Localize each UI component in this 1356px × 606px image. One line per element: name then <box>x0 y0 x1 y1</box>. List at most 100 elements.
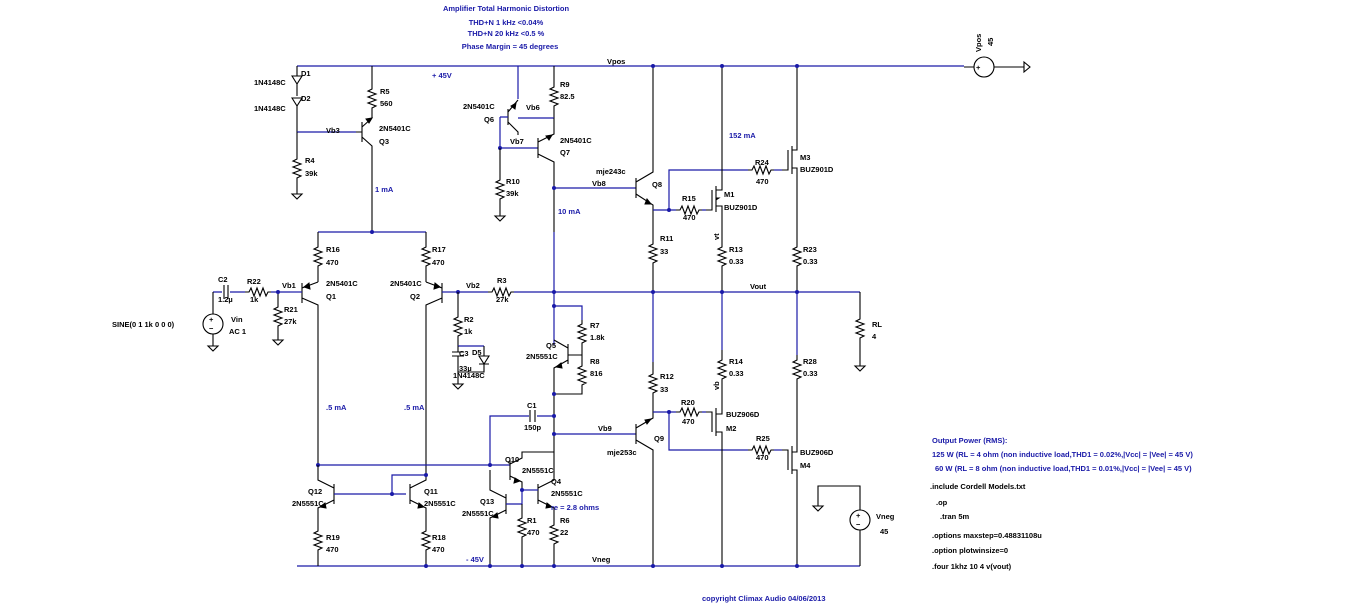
svg-text:0.33: 0.33 <box>729 257 744 266</box>
d1-diode: D1 1N4148C <box>254 66 311 96</box>
q4-transistor: Q4 2N5551C <box>522 470 583 518</box>
svg-text:Q2: Q2 <box>410 292 420 301</box>
svg-text:R8: R8 <box>590 357 600 366</box>
q11-transistor: Q11 2N5551C <box>390 473 456 522</box>
svg-text:82.5: 82.5 <box>560 92 575 101</box>
r8-resistor: R8 816 <box>554 355 603 395</box>
r3-resistor: R3 27k <box>487 276 515 304</box>
svg-text:AC 1: AC 1 <box>229 327 246 336</box>
r14-resistor: R14 0.33 <box>717 350 744 404</box>
svg-text:2N5551C: 2N5551C <box>551 489 583 498</box>
svg-text:R9: R9 <box>560 80 570 89</box>
svg-text:470: 470 <box>756 453 769 462</box>
svg-text:Q9: Q9 <box>654 434 664 443</box>
svg-text:2N5401C: 2N5401C <box>326 279 358 288</box>
d5-diode: D5 1N4148C <box>453 346 490 380</box>
svg-text:1N4148C: 1N4148C <box>254 78 286 87</box>
svg-text:4: 4 <box>872 332 877 341</box>
svg-text:Vin: Vin <box>231 315 243 324</box>
net-vb8-label: Vb8 <box>592 179 606 188</box>
q13-transistor: Q13 2N5551C <box>462 470 524 566</box>
svg-text:2N5551C: 2N5551C <box>526 352 558 361</box>
svg-text:−: − <box>209 324 214 333</box>
r16-resistor: R16 470 <box>313 232 340 282</box>
r25-resistor: R25 470 <box>747 434 782 462</box>
r10-resistor: R10 39k <box>494 148 520 222</box>
r21-resistor: R21 27k <box>272 290 298 346</box>
svg-text:R12: R12 <box>660 372 674 381</box>
net-plus45-label: + 45V <box>432 71 452 80</box>
net-vt-label: vt <box>712 233 721 240</box>
svg-text:D1: D1 <box>301 69 311 78</box>
svg-text:470: 470 <box>326 545 339 554</box>
r15-resistor: R15 470 <box>675 194 703 222</box>
r11-resistor: R11 33 <box>648 232 673 292</box>
q9-transistor: Q9 mje253c <box>607 412 664 566</box>
power-output-line1: 125 W (RL = 4 ohm (non inductive load,TH… <box>932 450 1193 459</box>
r5-resistor: R5 560 <box>367 66 393 118</box>
r13-resistor: R13 0.33 <box>717 232 744 292</box>
svg-text:R22: R22 <box>247 277 261 286</box>
annotation-05ma-right: .5 mA <box>404 403 425 412</box>
svg-text:+: + <box>856 511 861 520</box>
svg-text:R18: R18 <box>432 533 446 542</box>
svg-text:Q3: Q3 <box>379 137 389 146</box>
svg-text:45: 45 <box>880 527 888 536</box>
m4-mosfet: BUZ906D M4 <box>782 440 834 566</box>
svg-text:Q4: Q4 <box>551 477 562 486</box>
svg-text:R20: R20 <box>681 398 695 407</box>
header-phase-margin: Phase Margin = 45 degrees <box>462 42 559 51</box>
svg-text:R17: R17 <box>432 245 446 254</box>
svg-text:Q10: Q10 <box>505 455 519 464</box>
c3-capacitor: C3 33µ <box>452 345 484 390</box>
svg-text:2N5401C: 2N5401C <box>560 136 592 145</box>
svg-text:2N5551C: 2N5551C <box>462 509 494 518</box>
svg-text:470: 470 <box>682 417 695 426</box>
svg-text:2N5401C: 2N5401C <box>463 102 495 111</box>
vin-source: + − Vin AC 1 SINE(0 1 1k 0 0 0) <box>112 292 246 352</box>
net-vout-label: Vout <box>750 282 767 291</box>
m2-mosfet: BUZ906D M2 <box>706 404 760 566</box>
r17-resistor: R17 470 <box>421 232 446 282</box>
svg-text:C2: C2 <box>218 275 228 284</box>
svg-text:1.8k: 1.8k <box>590 333 605 342</box>
r19-resistor: R19 470 <box>313 522 340 566</box>
svg-text:Vneg: Vneg <box>876 512 895 521</box>
spice-op: .op <box>936 498 948 507</box>
net-vneg-label: Vneg <box>592 555 611 564</box>
svg-text:39k: 39k <box>506 189 519 198</box>
spice-four: .four 1khz 10 4 v(vout) <box>932 562 1012 571</box>
svg-text:R11: R11 <box>660 234 673 243</box>
svg-text:R19: R19 <box>326 533 340 542</box>
svg-text:470: 470 <box>683 213 696 222</box>
annotation-10ma: 10 mA <box>558 207 581 216</box>
q10-transistor: Q10 2N5551C <box>505 451 554 490</box>
spice-include: .include Cordell Models.txt <box>930 482 1026 491</box>
r2-resistor: R2 1k <box>453 292 474 346</box>
svg-text:R5: R5 <box>380 87 390 96</box>
svg-text:R16: R16 <box>326 245 340 254</box>
svg-text:R4: R4 <box>305 156 315 165</box>
svg-text:816: 816 <box>590 369 603 378</box>
svg-text:33: 33 <box>660 247 668 256</box>
svg-text:R21: R21 <box>284 305 298 314</box>
svg-text:560: 560 <box>380 99 393 108</box>
svg-text:Vpos: Vpos <box>974 34 983 52</box>
header-title: Amplifier Total Harmonic Distortion <box>443 4 570 13</box>
svg-text:45: 45 <box>986 38 995 46</box>
svg-text:BUZ901D: BUZ901D <box>724 203 758 212</box>
net-vb6-label: Vb6 <box>526 103 540 112</box>
svg-text:470: 470 <box>326 258 339 267</box>
r6-resistor: R6 22 <box>549 516 570 566</box>
vneg-source: + − Vneg 45 <box>811 485 895 566</box>
rl-load-resistor: RL 4 <box>854 292 882 372</box>
q12-transistor: Q12 2N5551C <box>292 465 406 522</box>
svg-text:D5: D5 <box>472 348 482 357</box>
svg-text:R2: R2 <box>464 315 474 324</box>
svg-text:27k: 27k <box>496 295 509 304</box>
r4-resistor: R4 39k <box>291 132 318 200</box>
d2-diode: D2 1N4148C <box>254 94 311 132</box>
svg-text:2N5401C: 2N5401C <box>390 279 422 288</box>
svg-text:Q13: Q13 <box>480 497 494 506</box>
svg-text:1k: 1k <box>250 295 259 304</box>
